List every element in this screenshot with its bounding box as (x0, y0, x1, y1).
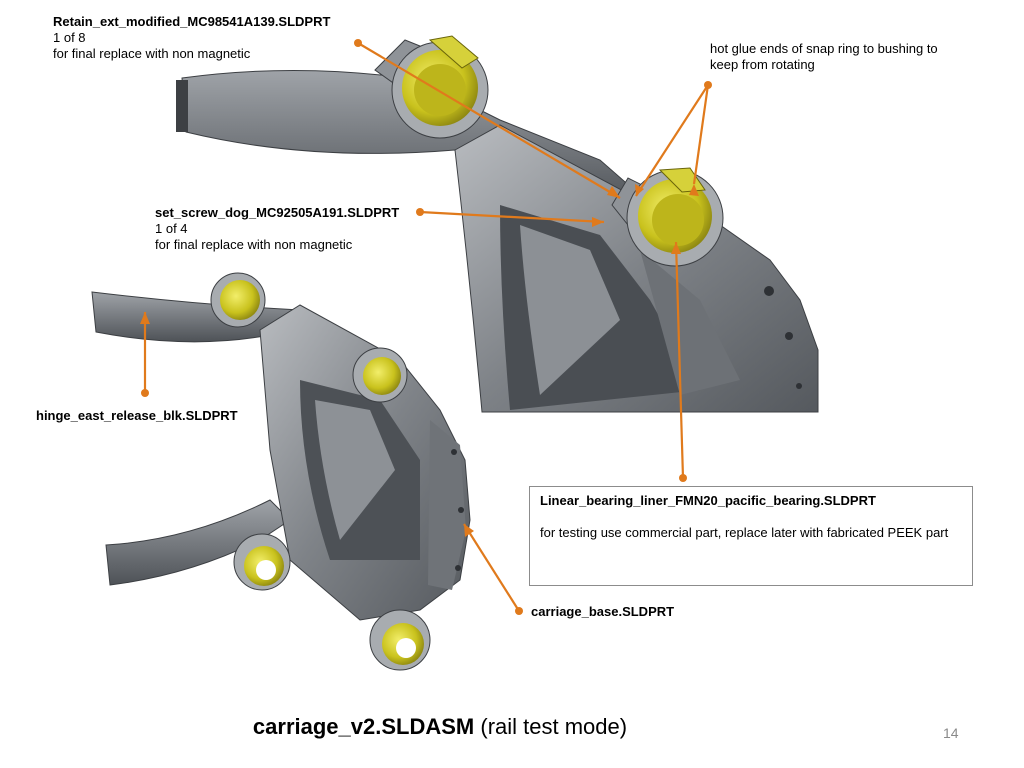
bushing-top (374, 35, 489, 139)
retain-note: for final replace with non magnetic (53, 46, 251, 61)
slide-title-main: carriage_v2.SLDASM (252, 714, 475, 739)
bushing (233, 533, 291, 591)
mount-hole (785, 332, 793, 340)
page-number: 14 (943, 725, 959, 741)
set-screw-label: set_screw_dog_MC92505A191.SLDPRT 1 of 4 … (155, 205, 399, 253)
slide-title-suffix: (rail test mode) (474, 714, 628, 739)
hot-glue-callout-line-1 (635, 84, 709, 197)
bushing-right (611, 167, 724, 267)
full-carriage-view (91, 272, 471, 671)
zoomed-carriage-view (176, 35, 819, 413)
bushing (369, 609, 431, 671)
hot-glue-note: hot glue ends of snap ring to bushing to… (710, 41, 980, 73)
carriage-base-label: carriage_base.SLDPRT (531, 604, 675, 619)
retain-count: 1 of 8 (53, 30, 86, 45)
hot-glue-line-2: keep from rotating (710, 57, 815, 72)
set-screw-count: 1 of 4 (155, 221, 188, 236)
linear-bearing-callout-line (674, 241, 685, 479)
set-screw-callout-line (419, 210, 605, 224)
linear-bearing-box: Linear_bearing_liner_FMN20_pacific_beari… (529, 486, 973, 586)
hinge-label: hinge_east_release_blk.SLDPRT (36, 408, 238, 423)
mount-hole (796, 383, 802, 389)
bushing (210, 272, 266, 328)
mount-hole (764, 286, 774, 296)
hot-glue-callout-line-2 (692, 84, 710, 185)
set-screw-part-name: set_screw_dog_MC92505A191.SLDPRT (155, 205, 400, 220)
retain-label: Retain_ext_modified_MC98541A139.SLDPRT 1… (53, 14, 330, 62)
linear-bearing-note: for testing use commercial part, replace… (540, 525, 949, 540)
callout-markers (140, 39, 712, 615)
set-screw-note: for final replace with non magnetic (155, 237, 353, 252)
hot-glue-line-1: hot glue ends of snap ring to bushing to (710, 41, 938, 56)
bushing (352, 347, 408, 403)
callout-lines (143, 42, 710, 612)
arm-end-block (176, 80, 188, 132)
retain-callout-line (357, 42, 621, 199)
linear-bearing-part-name: Linear_bearing_liner_FMN20_pacific_beari… (540, 493, 876, 508)
retain-part-name: Retain_ext_modified_MC98541A139.SLDPRT (53, 14, 331, 29)
slide-title: carriage_v2.SLDASM (rail test mode) (0, 714, 880, 740)
carriage-base-callout-line (463, 523, 520, 612)
